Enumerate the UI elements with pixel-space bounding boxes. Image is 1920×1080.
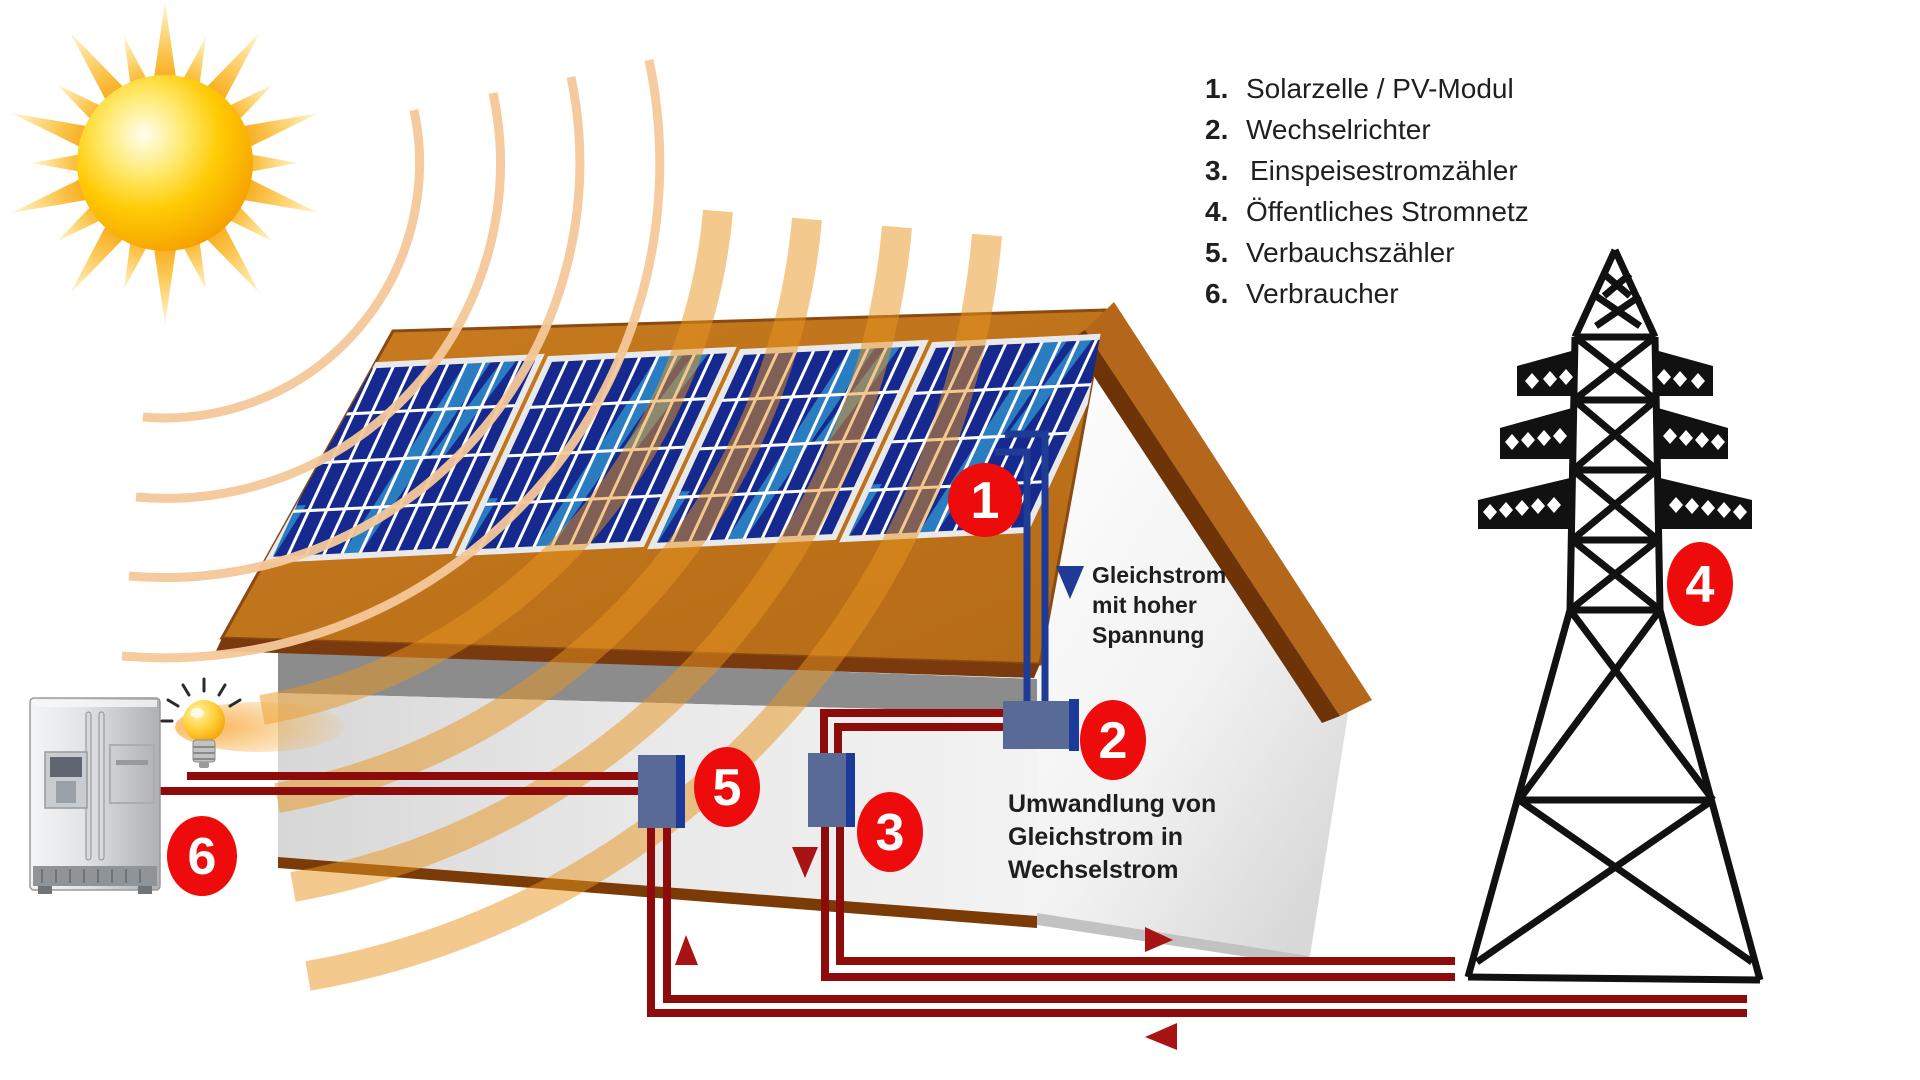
conversion-label-line3: Wechselstrom (1008, 856, 1178, 884)
marker-3-number: 3 (876, 804, 905, 862)
sun-radiation-arcs (121, 59, 1002, 991)
sun-disc-icon (77, 75, 253, 251)
power-pylon-icon (1464, 248, 1764, 984)
marker-6-badge (167, 816, 237, 896)
roof-fascia-underside (1070, 330, 1340, 723)
marker-2-number: 2 (1099, 712, 1128, 770)
number-markers: 1 2 3 4 5 6 (167, 463, 1733, 896)
arrow-right-icon (1145, 927, 1173, 952)
consumption-meter-box (638, 755, 685, 828)
dc-label-line2: mit hoher (1092, 592, 1197, 618)
conversion-label-line1: Umwandlung von (1008, 790, 1216, 818)
conversion-label-line2: Gleichstrom in (1008, 823, 1183, 851)
dc-voltage-label: Gleichstrom mit hoher Spannung (1056, 562, 1226, 648)
sun (7, 2, 323, 324)
conversion-label: Umwandlung von Gleichstrom in Wechselstr… (1008, 790, 1216, 884)
wire-meter5-to-grid-a (663, 828, 1747, 1003)
ac-wires (158, 709, 1747, 1017)
legend-item-2: 2. Wechselrichter (1205, 114, 1431, 145)
dc-label-line3: Spannung (1092, 622, 1204, 648)
legend-item-1: 1. Solarzelle / PV-Modul (1205, 73, 1514, 104)
gable-shadow (1037, 913, 1310, 964)
marker-1-badge (948, 463, 1022, 537)
inverter-box (1003, 699, 1079, 751)
wall-shadow-band (278, 651, 1037, 713)
marker-5-number: 5 (713, 759, 742, 817)
legend-item-5: 5. Verbauchszähler (1205, 237, 1455, 268)
marker-3-badge (857, 792, 923, 872)
legend-item-6: 6. Verbraucher (1205, 278, 1399, 309)
legend-item-4: 4. Öffentliches Stromnetz (1205, 196, 1529, 227)
refrigerator-icon (29, 697, 161, 894)
device-boxes (638, 699, 1079, 828)
legend-item-3: 3. Einspeisestromzähler (1205, 155, 1518, 186)
wire-inverter-to-meter3-b (834, 723, 1003, 753)
dc-wire-outer (1005, 430, 1049, 702)
dc-wires (995, 430, 1049, 702)
wire-inverter-to-meter3-a (820, 709, 1003, 753)
legend: 1. Solarzelle / PV-Modul 2. Wechselricht… (1205, 73, 1529, 309)
marker-4-number: 4 (1686, 556, 1715, 614)
wire-meter3-to-grid-b (821, 827, 1455, 981)
wire-meter5-to-grid-b (647, 828, 1747, 1017)
roof-fascia (1085, 302, 1372, 716)
arrow-down-blue-icon (1056, 566, 1084, 599)
marker-1-number: 1 (971, 472, 1000, 530)
arrow-up-icon (675, 935, 698, 965)
flow-arrows (675, 847, 1177, 1050)
dc-label-line1: Gleichstrom (1092, 562, 1226, 588)
marker-6-number: 6 (188, 828, 217, 886)
wall-base-strip (278, 857, 1037, 928)
marker-5-badge (694, 747, 760, 827)
light-bulb-icon (160, 677, 345, 768)
wire-meter3-to-grid-a (836, 827, 1455, 965)
marker-2-badge (1080, 700, 1146, 780)
arrow-left-icon (1145, 1023, 1177, 1050)
marker-4-badge (1667, 542, 1733, 626)
gable-wall (1037, 338, 1348, 956)
feedin-meter-box (808, 753, 855, 827)
dc-wire-inner (995, 448, 1031, 702)
arrow-down-icon (792, 847, 818, 878)
